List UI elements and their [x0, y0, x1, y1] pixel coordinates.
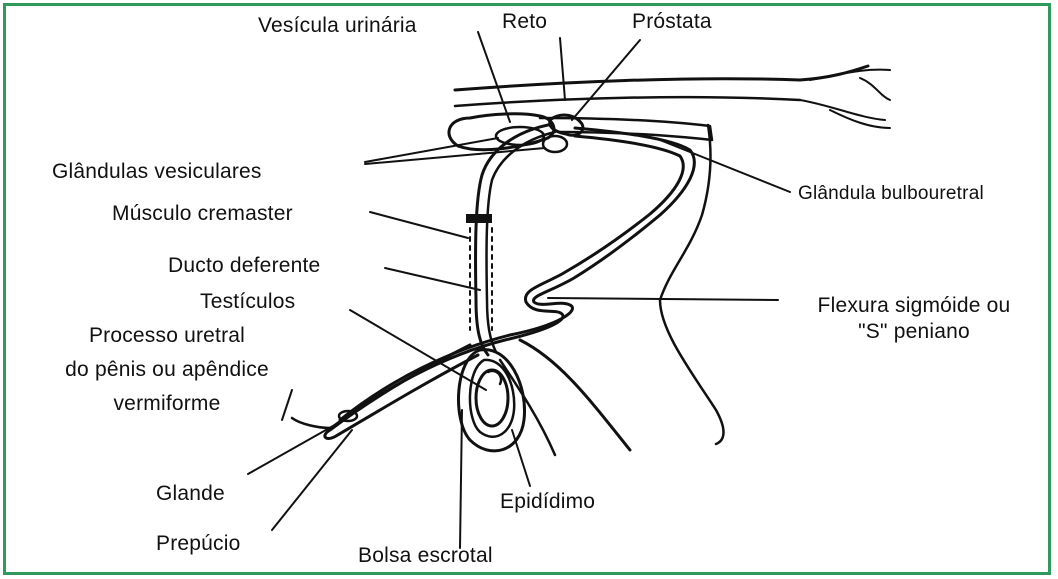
diagram-border [3, 3, 1051, 575]
